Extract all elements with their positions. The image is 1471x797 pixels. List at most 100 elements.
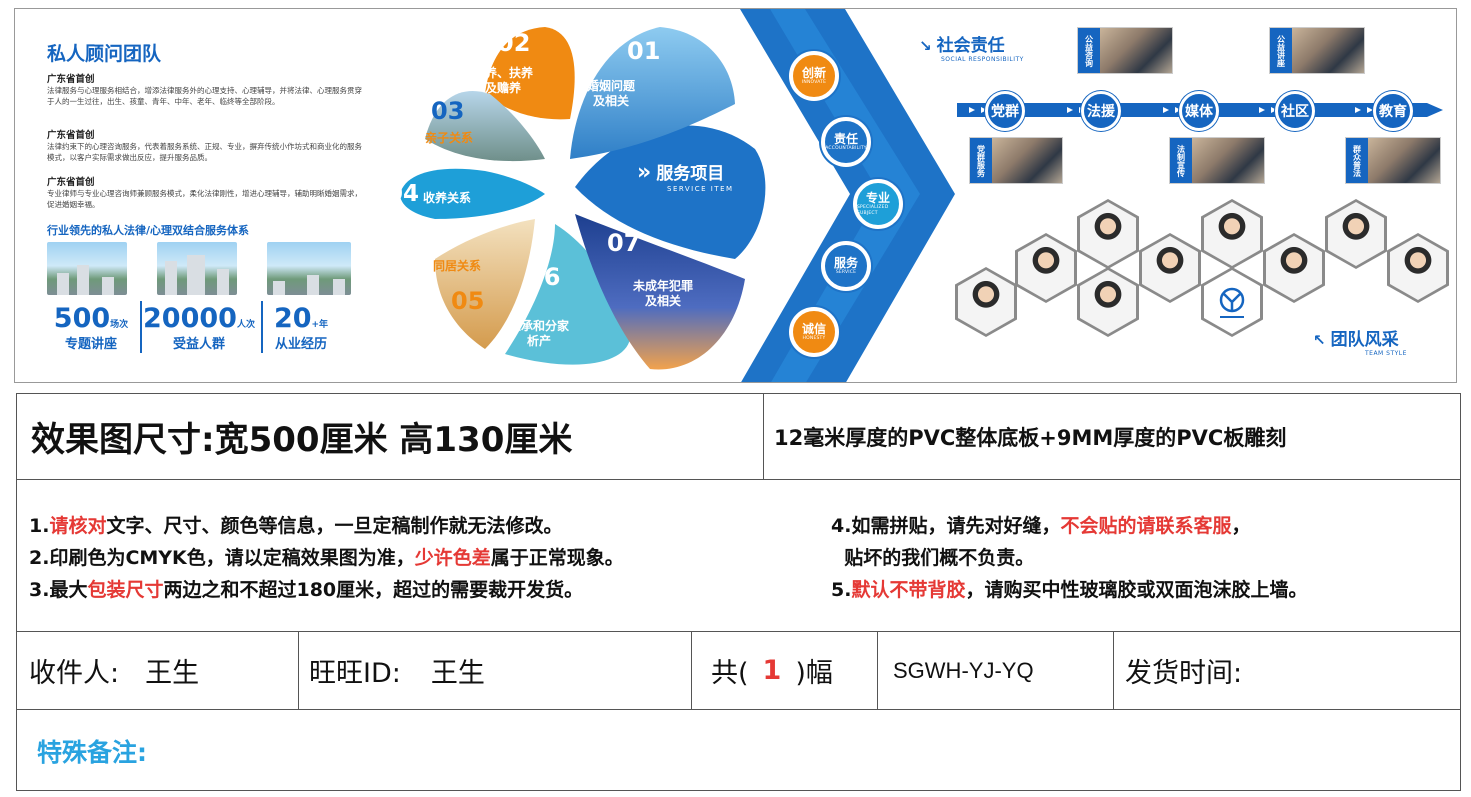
petal-02 [485,27,575,120]
service-flower-graphic [400,9,955,382]
stat-number: 500 [53,303,111,334]
petal-number: 06 [527,263,561,291]
petal-number: 07 [607,229,641,257]
team-style-heading: ↖ 团队风采 TEAM STYLE [1313,325,1407,357]
value-en: INNOVATE [801,80,827,85]
ship-time-label: 发货时间: [1125,658,1243,689]
recipient-value: 王生 [145,658,200,689]
stat-unit: 场次 [110,320,129,330]
notes-row: 1.请核对文字、尺寸、颜色等信息，一旦定稿制作就无法修改。2.印刷色为CMYK色… [17,480,1460,632]
firm-logo-hexagon [1201,267,1263,337]
timeline-node-media: 媒体 [1179,91,1219,131]
note-text: 5. [831,579,852,601]
service-item-title: 服务项目 [656,164,725,184]
photo-tag: 法制宣传 [1170,138,1192,183]
petal-number: 02 [497,29,531,57]
petal-label: 婚姻问题 及相关 [587,79,636,108]
photo-tag: 公益咨询 [1078,28,1100,73]
service-system-title: 行业领先的私人法律/心理双结合服务体系 [47,224,250,237]
timeline-node-legal-aid: 法援 [1081,91,1121,131]
wangwang-label: 旺旺ID: [309,658,401,689]
note-text: 4.如需拼贴，请先对好缝， [831,515,1061,537]
petal-label: 收养关系 [423,191,472,205]
petal-number: 01 [627,37,661,65]
note-emphasis: 请核对 [49,515,107,537]
petal-05 [435,219,535,349]
note-emphasis: 默认不带背胶 [851,579,966,601]
count-suffix: )幅 [795,658,833,689]
recipient-cell: 收件人: 王生 [29,632,289,709]
value-cn: 诚信 [801,322,826,336]
value-circle-specialized: 专业 SPECIALIZED SUBJECT [853,179,903,229]
team-member-hexagon [1015,233,1077,303]
paragraph-text: 法律约束下的心理咨询服务，代表着服务系统、正规、专业，摒弃传统小作坊式和商业化的… [47,142,362,162]
team-member-hexagon [1077,199,1139,269]
count-prefix: 共( [711,658,749,689]
photo-tag: 群众普法 [1346,138,1368,183]
ship-time-cell: 发货时间: [1125,632,1455,709]
stat-unit: +年 [311,320,329,330]
stat-label: 专题讲座 [64,337,117,352]
petal-label: 继承和分家 析产 [509,319,570,348]
team-member-hexagon [1263,233,1325,303]
note-text: ，请购买中性玻璃胶或双面泡沫胶上墙。 [965,579,1308,601]
stat-divider [140,301,142,353]
petal-number: 04 [387,181,420,207]
notes-left: 1.请核对文字、尺寸、颜色等信息，一旦定稿制作就无法修改。2.印刷色为CMYK色… [29,510,624,606]
petal-01 [570,27,735,159]
city-photo [157,242,237,295]
paragraph-heading: 广东省首创 [47,74,95,85]
paragraph-1: 广东省首创 法律服务与心理服务相结合，增添法律服务外的心理支持、心理辅导，并将法… [47,71,365,107]
private-advisor-title: 私人顾问团队 [47,43,162,65]
photo-public-lecture: 公益讲座 [1269,27,1365,74]
value-cn: 服务 [833,256,858,270]
arrow-up-left-icon: ↖ [1313,331,1326,349]
stat-experience: 20+年 从业经历 [263,303,339,353]
material-text: 12毫米厚度的PVC整体底板+9MM厚度的PVC板雕刻 [774,425,1287,450]
note-text: 3.最大 [29,579,88,601]
value-en: ACCOUNTABILITY [825,146,867,151]
note-line: 2.印刷色为CMYK色，请以定稿效果图为准，少许色差属于正常现象。 [29,542,624,574]
photo-public-law: 群众普法 [1345,137,1441,184]
city-photo [47,242,127,295]
remark-cell: 特殊备注: [37,710,437,792]
count-value: 1 [762,655,782,686]
stat-beneficiaries: 20000人次 受益人群 [137,303,261,353]
petal-number: 05 [451,287,485,315]
value-cn: 专业 [865,191,890,205]
stat-number: 20 [273,303,312,334]
order-info-table: 效果图尺寸:宽500厘米 高130厘米 12毫米厚度的PVC整体底板+9MM厚度… [16,393,1461,791]
code-cell: SGWH-YJ-YQ [893,632,1093,709]
timeline-node-party: 党群 [985,91,1025,131]
timeline-node-community: 社区 [1275,91,1315,131]
note-text: 属于正常现象。 [490,547,624,569]
value-en: HONESTY [802,336,826,341]
value-circle-service: 服务 SERVICE [821,241,871,291]
paragraph-text: 专业律师与专业心理咨询师兼顾服务模式，柔化法律刚性，增进心理辅导，辅助明晰婚姻需… [47,189,362,209]
photo-public-consult: 公益咨询 [1077,27,1173,74]
note-text: 2.印刷色为CMYK色，请以定稿效果图为准， [29,547,415,569]
paragraph-heading: 广东省首创 [47,130,95,141]
petal-06 [505,224,630,365]
product-code: SGWH-YJ-YQ [893,657,1034,683]
stat-label: 从业经历 [274,337,327,352]
arrow-down-right-icon: ↘ [919,37,932,55]
team-member-hexagon [1325,199,1387,269]
paragraph-3: 广东省首创 专业律师与专业心理咨询师兼顾服务模式，柔化法律刚性，增进心理辅导，辅… [47,174,365,210]
team-member-hexagon [1077,267,1139,337]
value-en: SERVICE [835,270,857,275]
team-member-hexagon [955,267,1017,337]
note-emphasis: 少许色差 [414,547,491,569]
stat-lectures: 500场次 专题讲座 [47,303,135,353]
value-circle-accountability: 责任 ACCOUNTABILITY [821,117,871,167]
stat-number: 20000 [143,303,237,334]
paragraph-text: 法律服务与心理服务相结合，增添法律服务外的心理支持、心理辅导，并将法律、心理服务… [47,86,362,106]
note-text: 贴坏的我们概不负责。 [831,547,1035,569]
remark-row: 特殊备注: [17,710,1460,792]
petal-03 [425,91,545,162]
social-title: 社会责任 [936,36,1005,56]
photo-tag: 公益讲座 [1270,28,1292,73]
note-line: 3.最大包装尺寸两边之和不超过180厘米，超过的需要裁开发货。 [29,574,624,606]
note-text: ， [1231,515,1251,537]
social-subtitle: SOCIAL RESPONSIBILITY [941,56,1024,63]
